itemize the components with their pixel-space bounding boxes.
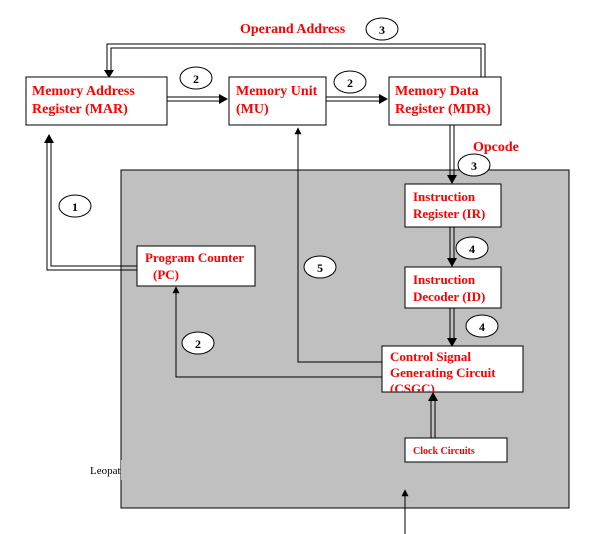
mu-to-mdr-path — [326, 96, 382, 102]
clock-label: Clock Circuits — [413, 446, 475, 457]
step-id-csgc: 4 — [465, 314, 499, 338]
pc-to-mar-path — [46, 140, 137, 271]
opcode-label: Opcode — [473, 140, 519, 155]
footer-mask — [121, 460, 161, 480]
svg-text:Instruction Register (IR): Instruction Register (IR) — [413, 189, 485, 221]
svg-text:Memory Address Register (M: Memory Address Register (MAR) — [32, 84, 138, 117]
ir-to-id-arrowhead — [447, 258, 457, 267]
operand-address-path — [106, 43, 486, 77]
csgc-line-2: Generating Circuit — [390, 365, 496, 380]
step-pc-mar: 1 — [58, 194, 92, 218]
mar-to-mu-path — [167, 96, 222, 102]
mdr-box — [388, 76, 502, 126]
mar-line-1: Memory Address — [32, 84, 135, 99]
csgc-box — [381, 345, 524, 393]
mu-line-2: (MU) — [236, 102, 269, 117]
operand-address-label: Operand Address — [240, 22, 346, 37]
id-to-csgc-path — [449, 308, 455, 340]
pc-line-1: Program Counter — [145, 250, 244, 265]
mdr-line-2: Register (MDR) — [395, 102, 491, 117]
svg-text:2: 2 — [193, 72, 199, 86]
id-box — [404, 266, 502, 309]
mu-line-1: Memory Unit — [236, 84, 318, 99]
mar-to-mu-arrowhead — [219, 94, 228, 104]
svg-text:3: 3 — [379, 23, 385, 37]
csgc-line-3: (CSGC) — [390, 381, 435, 396]
step-opcode: 3 — [457, 153, 491, 177]
pc-line-2: (PC) — [153, 267, 179, 282]
svg-text:1: 1 — [72, 200, 78, 214]
mdr-to-ir-arrowhead — [447, 175, 457, 184]
mdr-line-1: Memory Data — [395, 84, 479, 99]
ir-line-1: Instruction — [413, 189, 476, 204]
svg-text:Control Signal Generating: Control Signal Generating Circuit (CSGC) — [390, 349, 499, 396]
pc-to-mar-arrowhead — [44, 134, 54, 143]
step-mu-mdr: 2 — [333, 70, 367, 94]
ir-to-id-path — [449, 227, 455, 260]
svg-text:Instruction Decoder (ID): Instruction Decoder (ID) — [413, 272, 485, 304]
pc-box — [136, 245, 256, 287]
svg-text:2: 2 — [347, 76, 353, 90]
step-mar-mu: 2 — [179, 66, 213, 90]
svg-text:3: 3 — [471, 159, 477, 173]
svg-text:Memory Data Register (MDR): Memory Data Register (MDR) — [395, 84, 491, 117]
clock-box — [404, 437, 508, 463]
ir-box — [404, 183, 502, 228]
ir-line-2: Register (IR) — [413, 206, 485, 221]
svg-text:Memory Unit (MU): Memory Unit (MU) — [236, 84, 321, 117]
clock-to-csgc-arrowhead — [428, 392, 438, 401]
clock-to-csgc-path — [430, 400, 436, 438]
mu-box — [228, 76, 327, 126]
id-line-2: Decoder (ID) — [413, 289, 485, 304]
mu-to-mdr-arrowhead — [379, 94, 388, 104]
svg-text:4: 4 — [479, 320, 485, 334]
step-csgc-pc: 2 — [181, 331, 215, 355]
csgc-to-mu-path — [294, 127, 382, 363]
mar-box — [25, 76, 168, 126]
id-to-csgc-arrowhead — [447, 338, 457, 347]
step-operand: 3 — [365, 17, 399, 41]
mar-line-2: Register (MAR) — [32, 102, 128, 117]
svg-text:5: 5 — [317, 261, 323, 275]
operand-address-arrowhead — [104, 70, 114, 78]
step-csgc-mu: 5 — [303, 255, 337, 279]
mdr-to-ir-path — [449, 125, 455, 177]
id-line-1: Instruction — [413, 272, 476, 287]
step-ir-id: 4 — [455, 236, 489, 260]
svg-text:2: 2 — [195, 337, 201, 351]
csgc-line-1: Control Signal — [390, 349, 471, 364]
svg-text:Program Counter (PC): Program Counter (PC) — [145, 250, 247, 282]
footer-text: Leopatr — [90, 465, 125, 477]
csgc-to-pc-path — [172, 286, 382, 378]
svg-text:4: 4 — [469, 242, 475, 256]
